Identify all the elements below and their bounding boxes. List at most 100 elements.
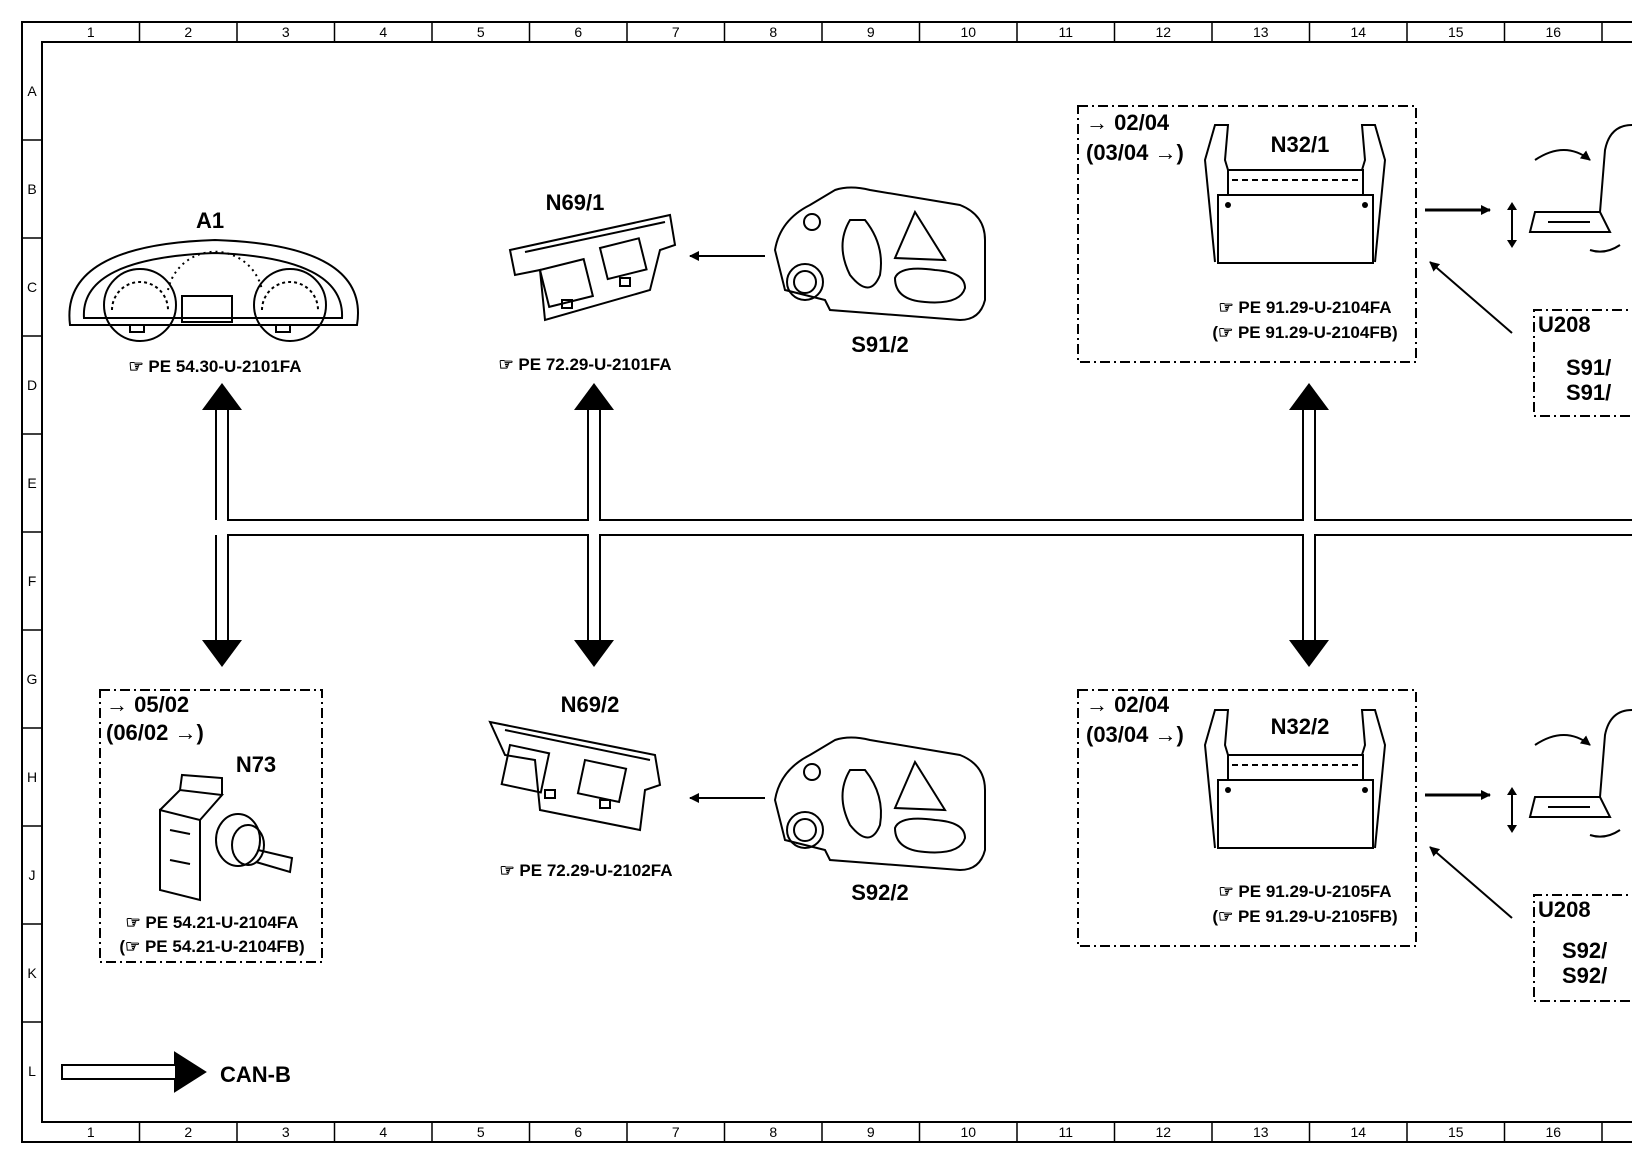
- u208-bottom-line1: S92/: [1562, 938, 1607, 963]
- column-number: 8: [769, 1124, 777, 1140]
- column-number: 4: [379, 24, 387, 40]
- row-letter: D: [27, 377, 37, 393]
- column-number: 1: [87, 1124, 95, 1140]
- n69-2-reference: ☞ PE 72.29-U-2102FA: [499, 861, 672, 880]
- row-letter: E: [27, 475, 36, 491]
- column-number: 5: [477, 1124, 485, 1140]
- seat-switch-icon: [773, 186, 986, 322]
- n73-reference: ☞ PE 54.21-U-2104FA: [125, 913, 298, 932]
- a1-label: A1: [196, 208, 224, 233]
- component-u208-bottom[interactable]: U208 S92/ S92/: [1533, 894, 1632, 1002]
- component-s91-2[interactable]: S91/2: [773, 186, 986, 358]
- column-number: 2: [184, 24, 192, 40]
- n32-1-date-to: (03/04 →): [1086, 140, 1184, 165]
- column-number: 3: [282, 24, 290, 40]
- column-number: 10: [960, 24, 976, 40]
- n32-1-date-from: → 02/04: [1086, 110, 1170, 135]
- n73-reference-alt: (☞ PE 54.21-U-2104FB): [119, 937, 304, 956]
- row-letter: B: [27, 181, 36, 197]
- s91-2-label: S91/2: [851, 332, 909, 357]
- column-number: 12: [1155, 1124, 1171, 1140]
- component-n73[interactable]: → 05/02 (06/02 →) N73 ☞ PE 54.21-U-2104F…: [99, 689, 323, 963]
- column-number: 11: [1058, 1124, 1073, 1140]
- column-number: 12: [1155, 24, 1171, 40]
- u208-top-label: U208: [1538, 312, 1591, 337]
- control-module-icon: [488, 720, 662, 832]
- n32-2-reference: ☞ PE 91.29-U-2105FA: [1218, 882, 1391, 901]
- input-arrow-u208-top: [1429, 261, 1513, 334]
- drawing-frame: [21, 21, 1632, 1143]
- column-number: 7: [672, 1124, 680, 1140]
- n73-label: N73: [236, 752, 276, 777]
- column-number: 1: [87, 24, 95, 40]
- component-n69-2[interactable]: N69/2 ☞ PE 72.29-U-2102FA: [488, 692, 673, 880]
- s92-2-label: S92/2: [851, 880, 909, 905]
- column-number: 7: [672, 24, 680, 40]
- row-letter: A: [27, 83, 37, 99]
- column-number: 14: [1350, 1124, 1366, 1140]
- seat-adjust-icon: [1507, 709, 1632, 838]
- can-b-bus: [202, 383, 1632, 667]
- row-letter: L: [28, 1063, 36, 1079]
- column-number: 9: [867, 24, 875, 40]
- component-n69-1[interactable]: N69/1 ☞ PE 72.29-U-2101FA: [498, 190, 677, 374]
- u208-bottom-line2: S92/: [1562, 963, 1607, 988]
- a1-reference: ☞ PE 54.30-U-2101FA: [128, 357, 301, 376]
- column-number: 11: [1058, 24, 1073, 40]
- column-number: 6: [574, 24, 582, 40]
- column-number: 9: [867, 1124, 875, 1140]
- column-number: 16: [1545, 1124, 1561, 1140]
- component-s92-2[interactable]: S92/2: [773, 736, 986, 906]
- n73-date-from: → 05/02: [106, 692, 189, 717]
- component-n32-1[interactable]: → 02/04 (03/04 →) N32/1 ☞ PE 91.29-U-210…: [1077, 105, 1417, 363]
- legend-label: CAN-B: [220, 1062, 291, 1087]
- column-number: 3: [282, 1124, 290, 1140]
- n32-1-label: N32/1: [1271, 132, 1330, 157]
- u208-bottom-label: U208: [1538, 897, 1591, 922]
- column-number: 4: [379, 1124, 387, 1140]
- row-ruler-left: A B C D E F G H J K L: [22, 83, 42, 1079]
- row-letter: J: [29, 867, 36, 883]
- column-number: 15: [1448, 24, 1464, 40]
- row-letter: H: [27, 769, 37, 785]
- component-a1[interactable]: A1 ☞ PE 54.30-U-2101FA: [68, 208, 359, 376]
- n32-2-date-to: (03/04 →): [1086, 722, 1184, 747]
- u208-top-line2: S91/: [1566, 380, 1611, 405]
- n32-2-reference-alt: (☞ PE 91.29-U-2105FB): [1212, 907, 1397, 926]
- column-number: 16: [1545, 24, 1561, 40]
- legend-can-b: CAN-B: [61, 1051, 291, 1093]
- column-number: 6: [574, 1124, 582, 1140]
- u208-top-line1: S91/: [1566, 355, 1611, 380]
- row-letter: C: [27, 279, 37, 295]
- column-number: 14: [1350, 24, 1366, 40]
- component-n32-2[interactable]: → 02/04 (03/04 →) N32/2 ☞ PE 91.29-U-210…: [1077, 689, 1417, 947]
- column-number: 15: [1448, 1124, 1464, 1140]
- n69-1-label: N69/1: [546, 190, 605, 215]
- n73-date-to: (06/02 →): [106, 720, 204, 745]
- ignition-switch-icon: [159, 773, 294, 902]
- column-number: 8: [769, 24, 777, 40]
- column-number: 10: [960, 1124, 976, 1140]
- instrument-cluster-icon: [68, 238, 359, 342]
- row-letter: G: [27, 671, 38, 687]
- input-arrow-u208-bottom: [1429, 846, 1513, 919]
- n32-2-date-from: → 02/04: [1086, 692, 1170, 717]
- n32-1-reference-alt: (☞ PE 91.29-U-2104FB): [1212, 323, 1397, 342]
- seat-adjust-icon: [1507, 124, 1632, 253]
- row-letter: F: [28, 573, 37, 589]
- n32-1-reference: ☞ PE 91.29-U-2104FA: [1218, 298, 1391, 317]
- component-u208-top[interactable]: U208 S91/ S91/: [1533, 309, 1632, 417]
- n69-2-label: N69/2: [561, 692, 620, 717]
- n32-2-label: N32/2: [1271, 714, 1330, 739]
- n69-1-reference: ☞ PE 72.29-U-2101FA: [498, 355, 671, 374]
- column-number: 5: [477, 24, 485, 40]
- column-number: 13: [1253, 1124, 1269, 1140]
- column-number: 13: [1253, 24, 1269, 40]
- row-letter: K: [27, 965, 37, 981]
- control-module-icon: [508, 213, 677, 322]
- column-number: 2: [184, 1124, 192, 1140]
- seat-control-unit-icon: [1203, 709, 1387, 849]
